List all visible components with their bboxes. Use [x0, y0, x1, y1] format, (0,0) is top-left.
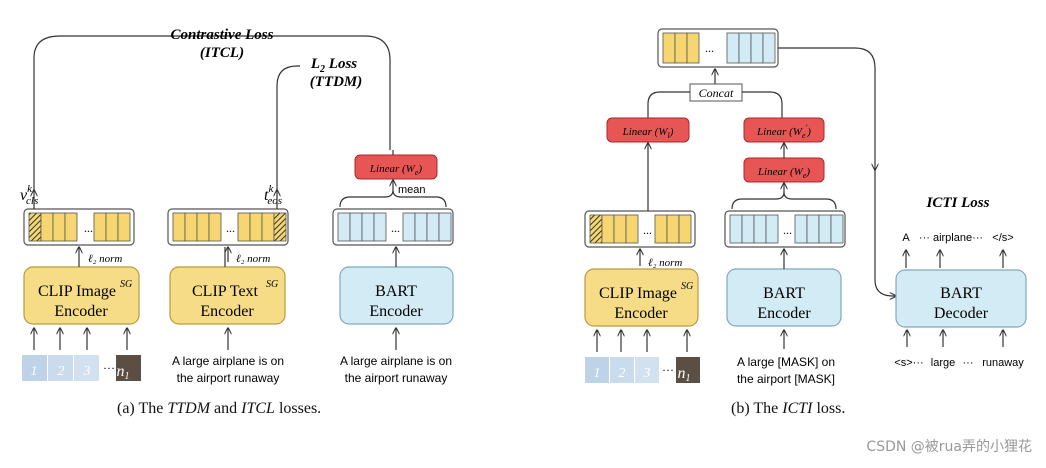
clip-text-encoder-line1: CLIP Text [192, 283, 259, 300]
decoder-input-arrows [907, 330, 1003, 347]
contrastive-loss-arc [34, 35, 391, 190]
masked-input-line1: A large [MASK] on [737, 355, 835, 369]
bart-decoder-line1: BART [940, 285, 982, 302]
patch-2-label: 2 [58, 364, 65, 379]
mean-brace [339, 189, 447, 208]
text-input-bart-line2: the airport runaway [345, 371, 448, 385]
concat-branches [647, 91, 783, 118]
token-row-bart-encoder-right: ... [724, 210, 846, 248]
text-input-clip-line2: the airport runaway [177, 371, 280, 385]
l2-norm-label-right: ℓ₂ norm [648, 257, 682, 269]
decoder-output-arrows [906, 250, 1003, 268]
bart-decoder [895, 269, 1027, 328]
bart-encoder-line2: Encoder [369, 303, 423, 320]
token-row-clip-image: ... [23, 208, 135, 246]
sg-label-right: SG [681, 281, 693, 292]
linear-we-label: Linear (We) [369, 163, 422, 177]
caption-b: (b) The ICTI loss. [731, 400, 845, 418]
contrastive-loss-label: Contrastive Loss [171, 27, 274, 43]
image-patches-right: 1 2 3 ··· n1 [585, 357, 700, 384]
sg-label: SG [120, 279, 132, 290]
caption-b-icti: ICTI [782, 400, 813, 417]
token-dots: ... [84, 221, 93, 235]
patch-ellipsis: ··· [662, 363, 674, 377]
patch-1-label: 1 [594, 366, 601, 381]
caption-a-ttdm: TTDM [167, 400, 211, 417]
patch-1-label: 1 [31, 364, 38, 379]
clip-text-encoder [169, 266, 286, 325]
image-input-arrows-left [34, 328, 127, 350]
token-dots: ... [783, 223, 792, 237]
clip-text-encoder-line2: Encoder [200, 303, 254, 320]
decoder-out-a: A [902, 232, 910, 244]
mean-label: mean [398, 184, 426, 196]
bart-encoder-line1: BART [375, 283, 417, 300]
sg-label: SG [266, 279, 278, 290]
token-dots: ... [705, 41, 714, 55]
clip-image-encoder-right [584, 268, 699, 327]
linear-we-box [354, 154, 438, 180]
caption-a-mid: and [210, 400, 242, 417]
concat-to-decoder-arrow [778, 47, 875, 170]
decoder-out-eos: </s> [992, 232, 1013, 244]
linear-we-right-label: Linear (We) [757, 166, 810, 180]
itcl-label: (ITCL) [200, 45, 244, 61]
decoder-in-runaway: runaway [982, 357, 1024, 369]
clip-image-encoder-line2: Encoder [54, 303, 108, 320]
l2-loss-arc [277, 65, 300, 190]
patch-3-label: 3 [83, 364, 91, 379]
patch-n-label: n1 [117, 363, 130, 382]
caption-a-post: losses. [274, 400, 322, 417]
linear-wl-box [606, 117, 690, 143]
image-input-arrows-right [597, 330, 687, 352]
l2-norm-label-1: ℓ₂ norm [88, 253, 122, 265]
token-dots: ... [226, 221, 235, 235]
linear-we-prime-label: Linear (We′) [756, 123, 811, 140]
decoder-in-large: large [931, 357, 955, 369]
masked-input-line2: the airport [MASK] [737, 372, 835, 386]
token-dots: ... [391, 221, 400, 235]
text-input-bart-line1: A large airplane is on [340, 354, 452, 368]
patch-n-label: n1 [678, 365, 691, 384]
linear-wl-label: Linear (Wl) [622, 126, 674, 140]
patch-ellipsis: ··· [103, 361, 115, 375]
patch-2-label: 2 [619, 366, 626, 381]
caption-a-itcl: ITCL [241, 400, 275, 417]
clip-image-encoder-right-line1: CLIP Image [599, 285, 677, 302]
decoder-in-dots: ··· [963, 357, 974, 369]
icti-loss-label: ICTI Loss [926, 195, 990, 211]
clip-image-encoder [23, 266, 140, 325]
caption-a: (a) The TTDM and ITCL losses. [117, 400, 321, 418]
watermark: CSDN @被rua弄的小狸花 [866, 439, 1032, 455]
l2-norm-label-2: ℓ₂ norm [236, 253, 270, 265]
bart-encoder-right-line2: Encoder [757, 305, 811, 322]
bart-decoder-line2: Decoder [934, 305, 989, 322]
brace-right [731, 191, 837, 210]
token-row-bart-encoder: ... [332, 208, 454, 246]
token-row-concat: ... [657, 28, 779, 68]
decoder-in-s: <s>··· [894, 357, 923, 369]
image-patches-left: 1 2 3 ··· n1 [22, 355, 141, 382]
concat-label: Concat [699, 86, 734, 100]
bart-encoder-right-line1: BART [763, 285, 805, 302]
ttdm-label: (TTDM) [310, 74, 363, 90]
text-input-clip-line1: A large airplane is on [172, 354, 284, 368]
l2-loss-label: L2 Loss [310, 56, 357, 75]
clip-image-encoder-right-line2: Encoder [614, 305, 668, 322]
token-row-clip-text: ... [167, 208, 289, 246]
caption-a-pre: (a) The [117, 400, 168, 417]
decoder-out-airplane: ··· airplane··· [919, 232, 983, 244]
caption-b-pre: (b) The [731, 400, 783, 417]
token-dots: ... [643, 223, 652, 237]
decoder-feed-line [874, 170, 896, 296]
patch-3-label: 3 [643, 366, 651, 381]
linear-we-prime-box [743, 117, 825, 143]
token-row-clip-image-right: ... [584, 210, 696, 248]
clip-image-encoder-line1: CLIP Image [38, 283, 116, 300]
caption-b-post: loss. [812, 400, 846, 417]
